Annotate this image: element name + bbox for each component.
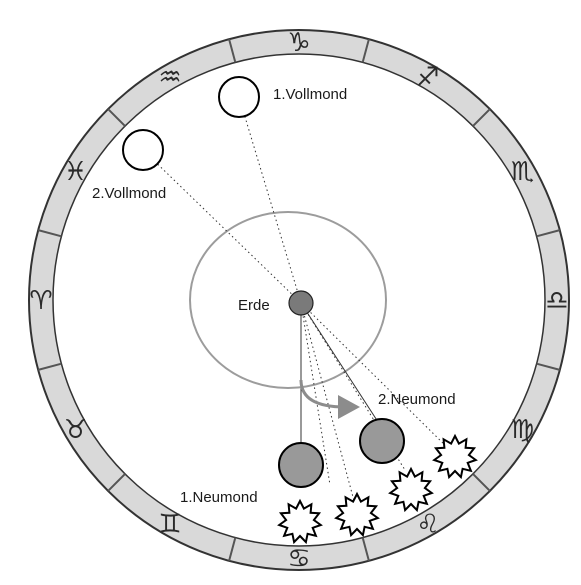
zodiac-sign-libra-icon: ♎ — [545, 286, 568, 316]
zodiac-sign-aries-icon: ♈ — [29, 286, 52, 316]
zodiac-sign-capricorn-icon: ♑ — [287, 28, 310, 58]
new-moon-2 — [360, 419, 404, 463]
zodiac-sign-leo-icon: ♌ — [416, 509, 439, 539]
zodiac-sign-gemini-icon: ♊ — [158, 509, 181, 539]
zodiac-sign-scorpio-icon: ♏ — [511, 157, 534, 187]
zodiac-sign-taurus-icon: ♉ — [64, 415, 87, 445]
label-new-moon-2: 2.Neumond — [378, 391, 456, 408]
label-full-moon-2: 2.Vollmond — [92, 185, 166, 202]
zodiac-sign-sagittarius-icon: ♐ — [416, 63, 439, 93]
zodiac-sign-virgo-icon: ♍ — [511, 415, 534, 445]
new-moon-1 — [279, 443, 323, 487]
zodiac-sign-cancer-icon: ♋ — [287, 544, 310, 574]
full-moon-2 — [123, 130, 163, 170]
label-earth: Erde — [238, 297, 270, 314]
full-moon-1 — [219, 77, 259, 117]
zodiac-sign-aquarius-icon: ♒ — [158, 63, 181, 93]
label-full-moon-1: 1.Vollmond — [273, 86, 347, 103]
zodiac-sign-pisces-icon: ♓ — [64, 157, 87, 187]
earth — [289, 291, 313, 315]
label-new-moon-1: 1.Neumond — [180, 489, 258, 506]
